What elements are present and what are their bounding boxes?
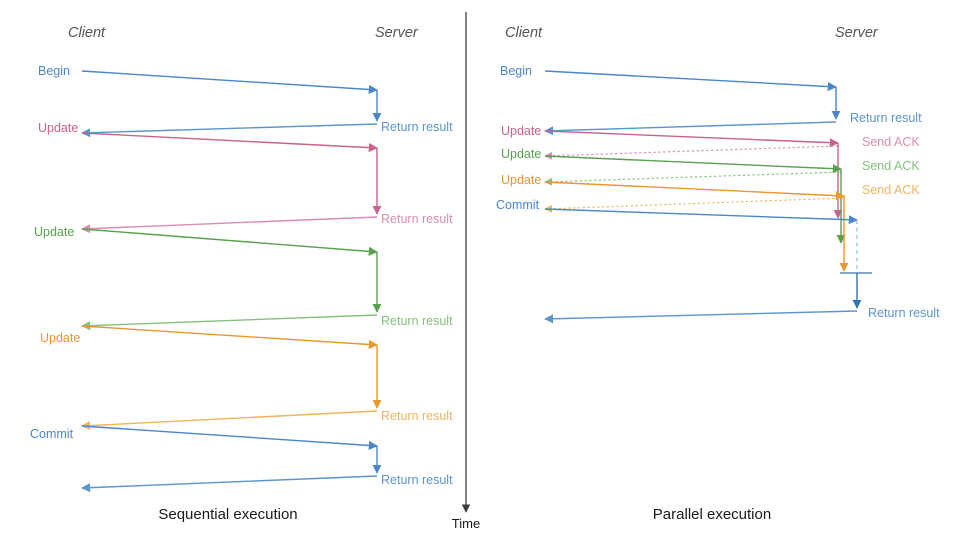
message-line-commit [81,425,378,450]
message-label-update3-ack: Send ACK [862,183,920,197]
message-line-commit-return [81,475,378,493]
message-label-begin-return: Return result [850,111,922,125]
message-label-begin: Begin [38,64,70,78]
message-label-begin: Begin [500,64,532,78]
message-line-begin-return [81,123,378,138]
message-label-update2: Update [34,225,74,239]
lane-title-server: Server [375,25,419,41]
message-line-update1 [81,132,378,153]
lane-title-client: Client [68,25,106,41]
message-label-update1: Update [501,124,541,138]
lane-title-client: Client [505,25,543,41]
time-axis-label: Time [452,516,480,531]
message-label-update3-return: Return result [381,409,453,423]
message-label-commit: Commit [496,198,540,212]
message-line-update3-return [81,410,378,431]
message-label-update1-return: Return result [381,212,453,226]
message-label-update3: Update [501,173,541,187]
message-line-update3 [544,181,845,201]
message-label-update2: Update [501,147,541,161]
message-line-update1 [544,130,839,148]
panel-caption-parallel: Parallel execution [653,506,771,523]
message-label-commit-return: Return result [381,473,453,487]
message-line-update1-return [81,216,378,234]
message-line-update2 [81,228,378,256]
message-label-commit-return: Return result [868,306,940,320]
message-line-update2-ack [544,171,842,186]
message-line-update2-return [81,314,378,331]
message-label-begin-return: Return result [381,120,453,134]
message-label-update3: Update [40,331,80,345]
message-line-update3-ack [544,197,845,213]
message-line-begin [544,70,837,92]
message-label-update2-ack: Send ACK [862,159,920,173]
message-label-update2-return: Return result [381,314,453,328]
message-line-update1-ack [544,145,839,160]
panel-caption-sequential: Sequential execution [158,506,297,523]
message-label-update1: Update [38,121,78,135]
message-label-update1-ack: Send ACK [862,135,920,149]
time-axis: Time [452,12,480,531]
message-line-begin-return [544,121,837,136]
message-line-commit [544,208,858,225]
message-line-begin [81,70,378,95]
message-line-update3 [81,325,378,350]
message-line-commit-return [544,310,858,324]
lane-title-server: Server [835,25,879,41]
message-line-update2 [544,155,842,174]
message-label-commit: Commit [30,427,74,441]
